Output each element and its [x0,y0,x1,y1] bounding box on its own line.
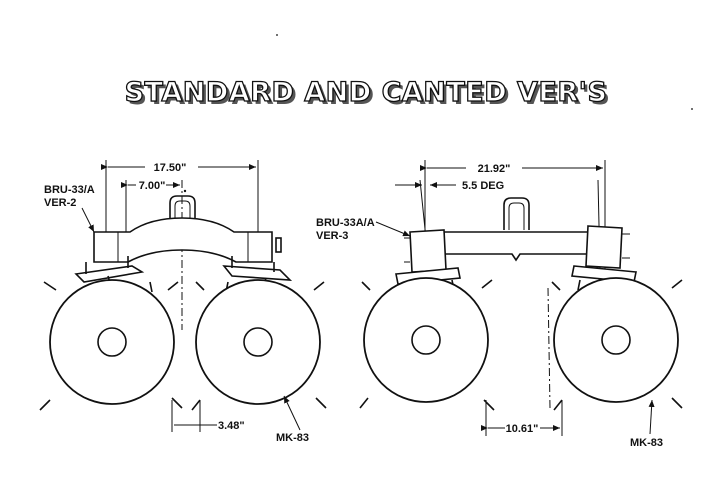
right-angle-label: 5.5 DEG [462,180,504,192]
page-title: STANDARD AND CANTED VER'S STANDARD AND C… [124,76,611,111]
right-store-leader [648,399,655,435]
right-suspension-lug-inner [508,202,525,230]
left-rack-label-line2: VER-2 [44,197,76,209]
left-suspension-lug-inner [174,200,191,222]
left-dimension-lines [101,160,259,432]
right-rack-label-leader [375,221,411,237]
right-store-2 [551,277,683,411]
right-rack-beam [443,231,597,262]
left-diagram: 17.50" 7.00" 3.48" BRU-33/A VER-2 [39,160,327,444]
right-rack-label-line2: VER-3 [316,230,348,242]
left-dim-gap-label: 3.48" [218,420,245,432]
right-dim-gap-label: 10.61" [506,423,539,435]
speck [276,34,278,36]
left-side-fitting [275,237,282,253]
page-title-shadow: STANDARD AND CANTED VER'S [128,80,611,111]
right-suspension-lug [503,197,530,230]
left-store-1 [39,275,183,411]
right-diagram: 21.92" 5.5 DEG 10.61" BRU-33A/A VER-3 [316,160,683,449]
left-store-leader [283,395,301,431]
left-store-2 [191,277,327,411]
left-ejector-bracket-b [222,256,293,281]
left-lug-dot [183,189,187,193]
left-store-label: MK-83 [276,432,309,444]
left-rack-label-leader [81,207,95,233]
right-centerline [547,287,551,409]
left-dim-outer-label: 17.50" [154,162,187,174]
right-store-1 [359,277,495,411]
left-rack-beam [93,217,273,263]
right-rack-label-line1: BRU-33A/A [316,217,375,229]
left-rack-label-line1: BRU-33/A [44,184,95,196]
left-dim-inner-label: 7.00" [139,180,166,192]
left-ejector-bracket-a [74,256,145,283]
left-suspension-lug [169,195,196,222]
right-dim-outer-label: 21.92" [478,163,511,175]
speck [691,108,693,110]
page-title-text: STANDARD AND CANTED VER'S [125,77,608,108]
right-store-label: MK-83 [630,437,663,449]
